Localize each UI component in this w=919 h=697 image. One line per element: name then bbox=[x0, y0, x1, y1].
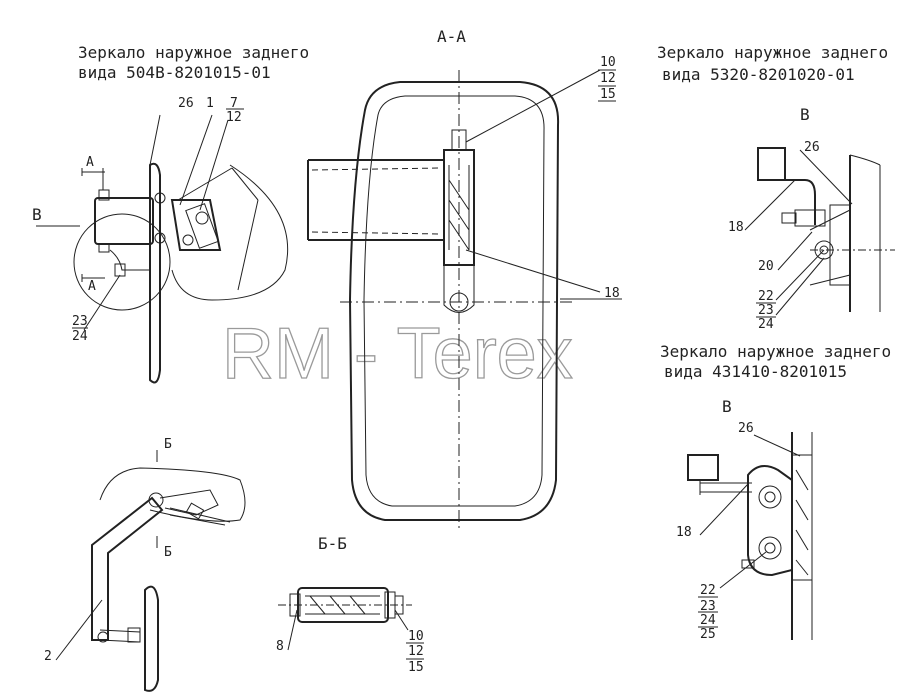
view-v-bottom: 26 18 22 23 24 25 bbox=[676, 421, 813, 642]
part-label: 2 bbox=[44, 649, 52, 664]
part-labels-right-top: 26 18 20 22 23 24 bbox=[728, 140, 820, 332]
section-title-b-b: Б-Б bbox=[318, 534, 347, 553]
view-title-v-top: В bbox=[800, 105, 810, 124]
part-labels-b-b: 8 10 12 15 bbox=[276, 629, 424, 675]
part-label: 18 bbox=[604, 286, 620, 301]
part-label: 15 bbox=[600, 87, 616, 102]
view-title-v-bottom: В bbox=[722, 397, 732, 416]
part-label: 23 bbox=[700, 599, 716, 614]
cut-mark-a-bottom: А bbox=[88, 279, 96, 294]
part-label: 12 bbox=[226, 110, 242, 125]
detail-inset-outline bbox=[171, 164, 289, 301]
section-a-a: 10 12 15 18 bbox=[307, 55, 622, 530]
cut-mark-b-bottom: Б bbox=[164, 545, 172, 560]
part-label: 10 bbox=[408, 629, 424, 644]
assembly-mirror-504v: А А В 26 1 7 12 23 24 bbox=[32, 96, 289, 384]
part-label: 1 bbox=[206, 96, 214, 111]
part-label: 12 bbox=[600, 71, 616, 86]
heading-mirror-2-line-2: вида 5320-8201020-01 bbox=[662, 65, 855, 84]
part-label: 18 bbox=[676, 525, 692, 540]
part-label: 23 bbox=[758, 303, 774, 318]
watermark: RM - Terex bbox=[222, 314, 573, 394]
part-label: 24 bbox=[700, 613, 716, 628]
part-label: 26 bbox=[804, 140, 820, 155]
mirror-bracket bbox=[94, 197, 154, 245]
part-label: 8 bbox=[276, 639, 284, 654]
detail-circle-v bbox=[73, 213, 171, 311]
part-label: 22 bbox=[758, 289, 774, 304]
part-label: 18 bbox=[728, 220, 744, 235]
cut-mark-a-top: А bbox=[86, 155, 94, 170]
heading-mirror-3-line-2: вида 431410-8201015 bbox=[664, 362, 847, 381]
part-label: 23 bbox=[72, 314, 88, 329]
heading-mirror-1-line-2: вида 504В-8201015-01 bbox=[78, 63, 271, 82]
assembly-bottom-left: Б Б 2 bbox=[44, 437, 246, 692]
part-label: 25 bbox=[700, 627, 716, 642]
heading-mirror-2-line-1: Зеркало наружное заднего bbox=[657, 43, 888, 62]
mirror-body-side bbox=[149, 162, 161, 384]
mirror-frame-outer bbox=[348, 81, 560, 521]
part-label: 12 bbox=[408, 644, 424, 659]
part-label: 22 bbox=[700, 583, 716, 598]
section-title-a-a: А-А bbox=[437, 27, 466, 46]
part-labels-top-left: 26 1 7 12 23 24 bbox=[72, 96, 244, 344]
part-label: 7 bbox=[230, 96, 238, 111]
part-labels-center: 10 12 15 18 bbox=[560, 55, 622, 301]
part-label: 24 bbox=[758, 317, 774, 332]
mirror-arm bbox=[91, 496, 164, 641]
heading-mirror-3-line-1: Зеркало наружное заднего bbox=[660, 342, 891, 361]
part-label: 20 bbox=[758, 259, 774, 274]
heading-mirror-1-line-1: Зеркало наружное заднего bbox=[78, 43, 309, 62]
part-label: 10 bbox=[600, 55, 616, 70]
part-label: 15 bbox=[408, 660, 424, 675]
part-label: 26 bbox=[738, 421, 754, 436]
section-b-b: 8 10 12 15 bbox=[276, 587, 424, 675]
part-label: 26 bbox=[178, 96, 194, 111]
part-label: 24 bbox=[72, 329, 88, 344]
mirror-frame-inner bbox=[363, 95, 545, 507]
cut-mark-v: В bbox=[32, 205, 42, 224]
part-labels-right-bottom: 26 18 22 23 24 25 bbox=[676, 421, 754, 642]
cut-mark-b-top: Б bbox=[164, 437, 172, 452]
arm-tube bbox=[307, 159, 444, 241]
view-v-top: 26 18 20 22 23 24 bbox=[728, 140, 895, 332]
